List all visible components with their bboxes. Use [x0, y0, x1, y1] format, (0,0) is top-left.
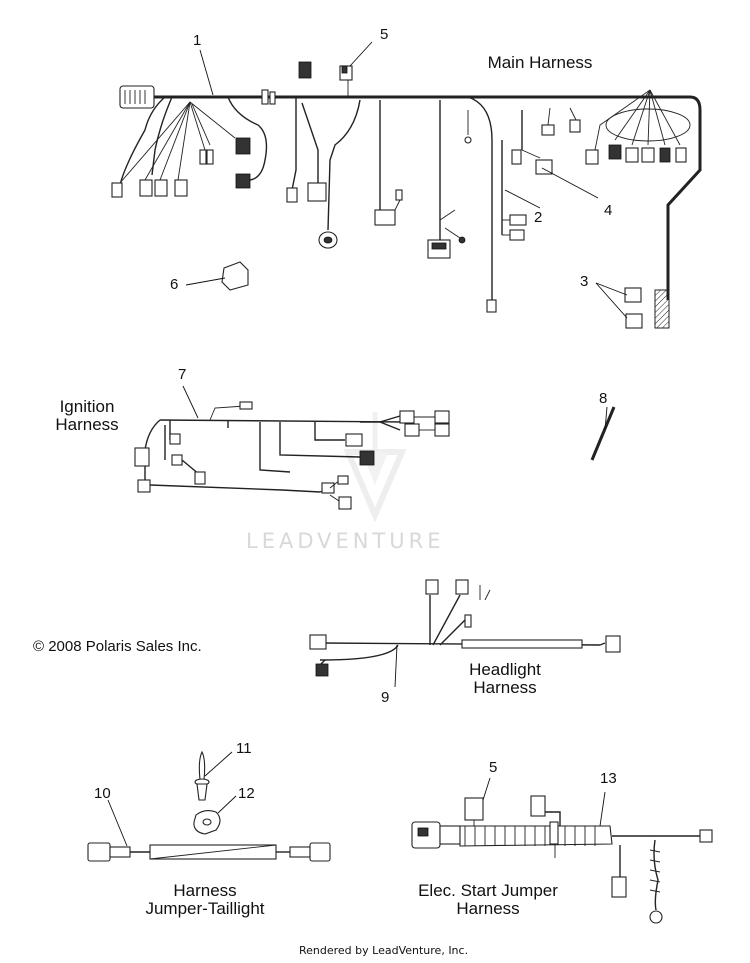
callout-1: 1	[193, 32, 202, 49]
ignition-harness-drawing	[134, 385, 450, 510]
callout-2: 2	[534, 209, 543, 226]
callout-7: 7	[178, 366, 187, 383]
leadventure-watermark-text: LEADVENTURE	[246, 529, 445, 553]
main-harness-drawing	[111, 41, 702, 329]
callout-3: 3	[580, 273, 589, 290]
ignition-harness-title: Ignition Harness	[55, 397, 119, 434]
callout-5-elec-start: 5	[489, 759, 498, 776]
callout-4: 4	[604, 202, 613, 219]
callout-10: 10	[94, 785, 111, 802]
callout-6: 6	[170, 276, 179, 293]
taillight-jumper-drawing	[87, 750, 331, 862]
headlight-harness-title: Headlight Harness	[469, 660, 541, 697]
headlight-harness-drawing	[309, 579, 621, 688]
callout-8: 8	[599, 390, 608, 407]
callout-5: 5	[380, 26, 389, 43]
copyright-notice: © 2008 Polaris Sales Inc.	[33, 638, 202, 655]
taillight-jumper-title: Harness Jumper-Taillight	[145, 881, 265, 918]
callout-13: 13	[600, 770, 617, 787]
elec-start-jumper-drawing	[411, 777, 713, 924]
footer-credit: Rendered by LeadVenture, Inc.	[299, 944, 469, 957]
elec-start-jumper-title: Elec. Start Jumper Harness	[418, 881, 558, 918]
cable-tie-item-8	[590, 406, 616, 461]
callout-11: 11	[236, 740, 252, 757]
callout-9: 9	[381, 689, 390, 706]
callout-12: 12	[238, 785, 255, 802]
main-harness-title: Main Harness	[487, 53, 593, 72]
